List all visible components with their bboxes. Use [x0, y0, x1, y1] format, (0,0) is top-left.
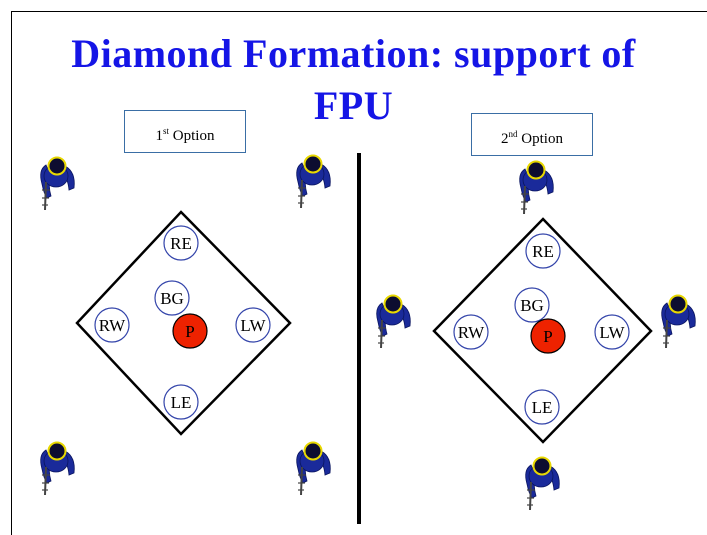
option-number: 2 — [501, 131, 509, 147]
option-label-2: 2nd Option — [471, 113, 593, 156]
position-rw: RW — [94, 307, 130, 343]
title-line-2: FPU — [313, 83, 394, 128]
slide-frame — [11, 11, 707, 535]
diamond-outline — [75, 210, 292, 436]
position-bg: BG — [154, 280, 190, 316]
position-label: RE — [170, 234, 192, 253]
officer-icon — [39, 156, 76, 211]
option-ordinal-suffix: nd — [508, 129, 518, 139]
position-label: BG — [160, 289, 184, 308]
officer-icon — [524, 456, 561, 511]
option-number: 1 — [155, 128, 164, 144]
formation-diamond-2: RE BG RW LW LE P — [432, 217, 653, 444]
option-word: Option — [521, 131, 563, 147]
position-lw: LW — [235, 307, 271, 343]
position-label: RW — [458, 323, 485, 342]
position-re: RE — [163, 225, 199, 261]
position-lw: LW — [594, 314, 630, 350]
position-re: RE — [525, 233, 561, 269]
position-bg: BG — [514, 287, 550, 323]
title-line-1: Diamond Formation: support of — [71, 31, 636, 76]
principal-marker: P — [172, 313, 208, 349]
principal-label: P — [543, 327, 552, 346]
position-label: LE — [171, 393, 192, 412]
officer-icon — [39, 441, 76, 496]
officer-icon — [295, 154, 332, 209]
position-label: RE — [532, 242, 554, 261]
position-rw: RW — [453, 314, 489, 350]
formation-diamond-1: RE BG RW LW LE P — [75, 210, 292, 436]
diamond-outline — [432, 217, 653, 444]
option-label-1: 1st Option — [124, 110, 246, 153]
option-ordinal-suffix: st — [163, 126, 170, 136]
officer-icon — [295, 441, 332, 496]
position-label: RW — [99, 316, 126, 335]
principal-marker: P — [530, 318, 566, 354]
position-le: LE — [524, 389, 560, 425]
position-label: BG — [520, 296, 544, 315]
position-le: LE — [163, 384, 199, 420]
position-label: LW — [599, 323, 625, 342]
officer-icon — [375, 294, 412, 349]
principal-label: P — [185, 322, 194, 341]
position-label: LE — [532, 398, 553, 417]
officer-icon — [518, 160, 555, 215]
officer-icon — [660, 294, 697, 349]
option-word: Option — [172, 128, 215, 144]
position-label: LW — [240, 316, 266, 335]
